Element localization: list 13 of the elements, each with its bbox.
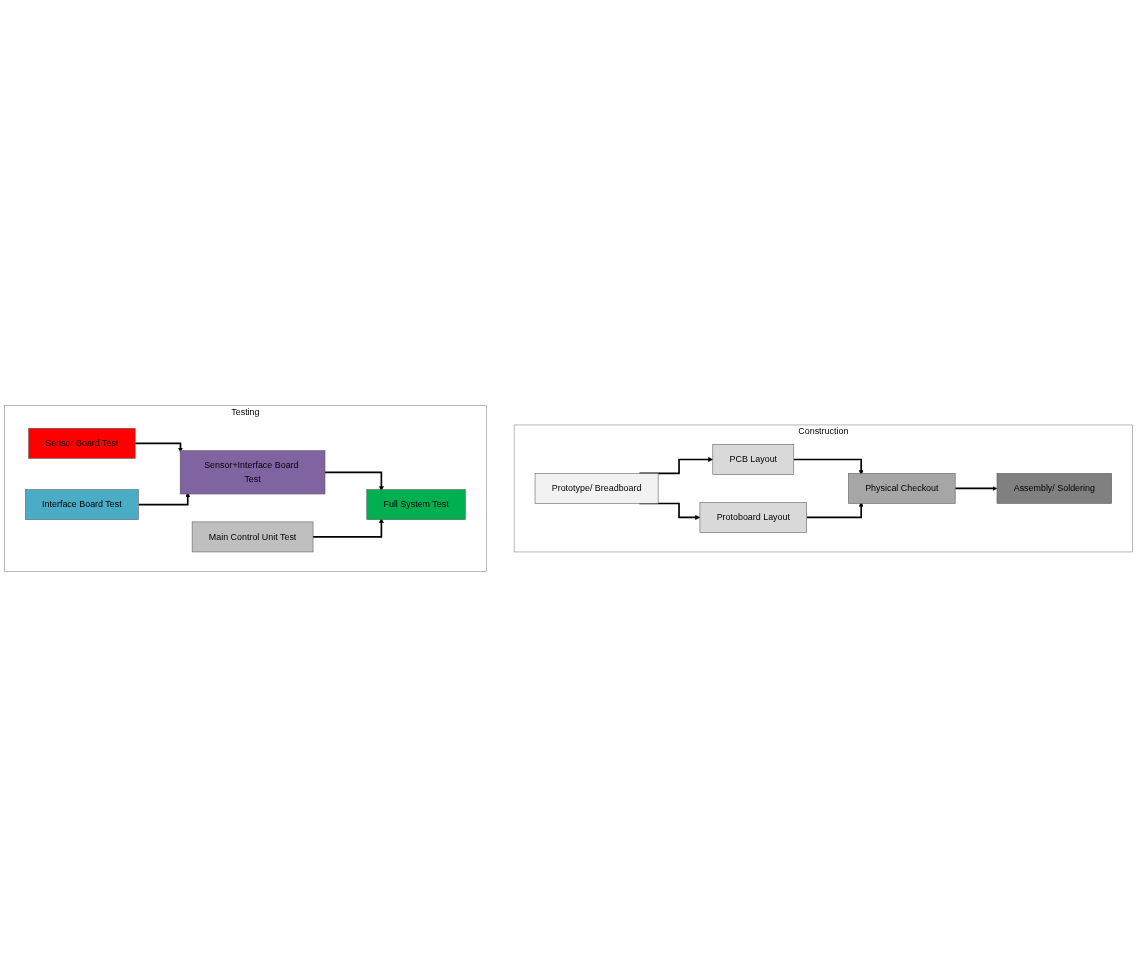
- arrow: [324, 471, 384, 491]
- arrow: [954, 485, 998, 491]
- node-box: Assembly/ Soldering: [996, 472, 1112, 504]
- node-box: Sensor+Interface Board Test: [179, 449, 326, 494]
- node-box: Full System Test: [366, 488, 466, 520]
- node-box: Protoboard Layout: [699, 501, 807, 533]
- node-box: Main Control Unit Test: [191, 521, 314, 552]
- node-box: Prototype/ Breadboard: [534, 472, 659, 504]
- arrow: [134, 442, 183, 452]
- node-box: PCB Layout: [712, 443, 795, 475]
- node-box: Interface Board Test: [25, 488, 139, 520]
- node-box: Physical Checkout: [848, 472, 956, 504]
- node-box: Sensor Board Test: [28, 427, 136, 459]
